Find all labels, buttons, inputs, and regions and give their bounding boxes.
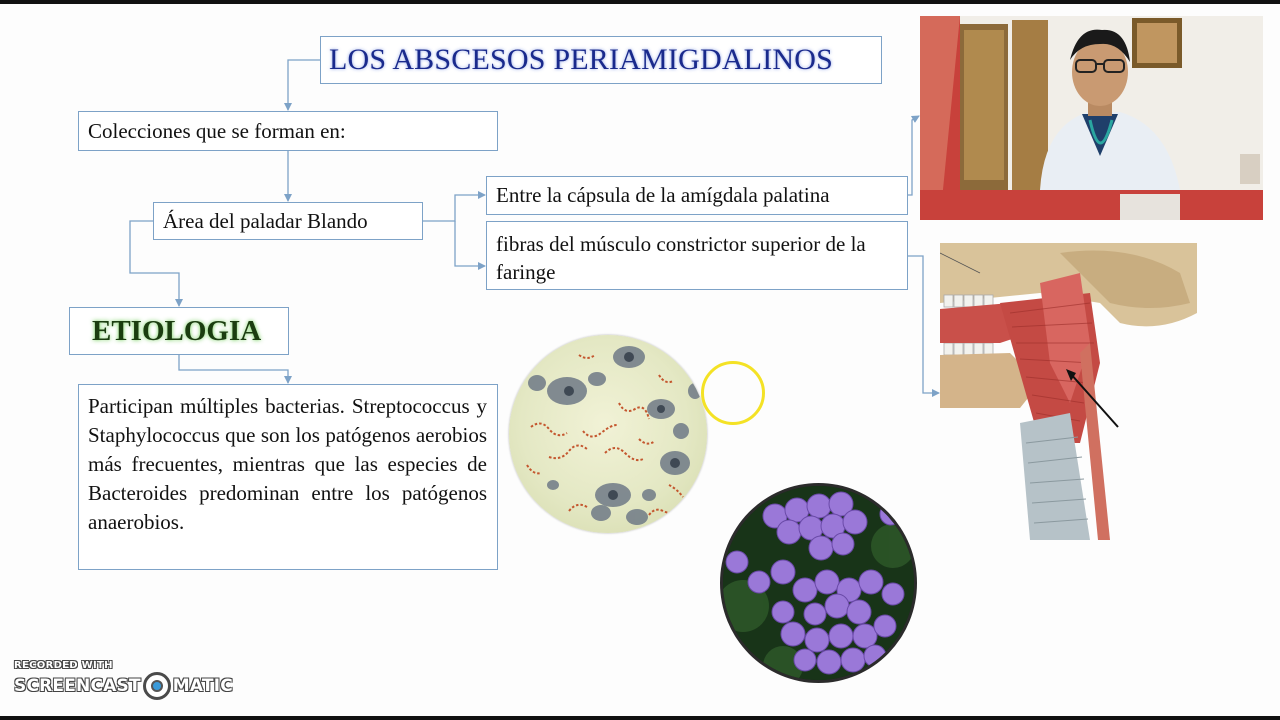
fibras-box: fibras del músculo constrictor superior … xyxy=(486,221,908,290)
presenter-webcam xyxy=(920,16,1263,220)
watermark-brand-left: SCREENCAST xyxy=(14,676,141,696)
colecciones-box: Colecciones que se forman en: xyxy=(78,111,498,151)
area-box: Área del paladar Blando xyxy=(153,202,423,240)
bottom-frame-bar xyxy=(0,716,1280,720)
colecciones-text: Colecciones que se forman en: xyxy=(88,118,346,143)
watermark-recorded-with: RECORDED WITH xyxy=(14,660,113,671)
page-title: LOS ABSCESOS PERIAMIGDALINOS xyxy=(329,43,834,76)
screencast-logo-icon xyxy=(142,672,171,700)
fibras-text: fibras del músculo constrictor superior … xyxy=(496,232,866,284)
etiologia-heading: ETIOLOGIA xyxy=(92,314,262,347)
etiologia-box: ETIOLOGIA xyxy=(69,307,289,355)
area-text: Área del paladar Blando xyxy=(163,208,368,233)
highlight-ring xyxy=(701,361,765,425)
staphylococcus-micrograph xyxy=(720,483,917,683)
title-box: LOS ABSCESOS PERIAMIGDALINOS xyxy=(320,36,882,84)
participan-text: Participan múltiples bacterias. Streptoc… xyxy=(88,394,487,534)
streptococcus-micrograph xyxy=(509,335,707,533)
capsula-text: Entre la cápsula de la amígdala palatina xyxy=(496,183,830,207)
pharynx-anatomy-image xyxy=(940,243,1197,540)
participan-box: Participan múltiples bacterias. Streptoc… xyxy=(78,384,498,570)
capsula-box: Entre la cápsula de la amígdala palatina xyxy=(486,176,908,215)
watermark-brand-right: MATIC xyxy=(172,676,233,696)
top-frame-bar xyxy=(0,0,1280,4)
screencast-watermark: RECORDED WITH SCREENCAST MATIC xyxy=(14,660,233,700)
